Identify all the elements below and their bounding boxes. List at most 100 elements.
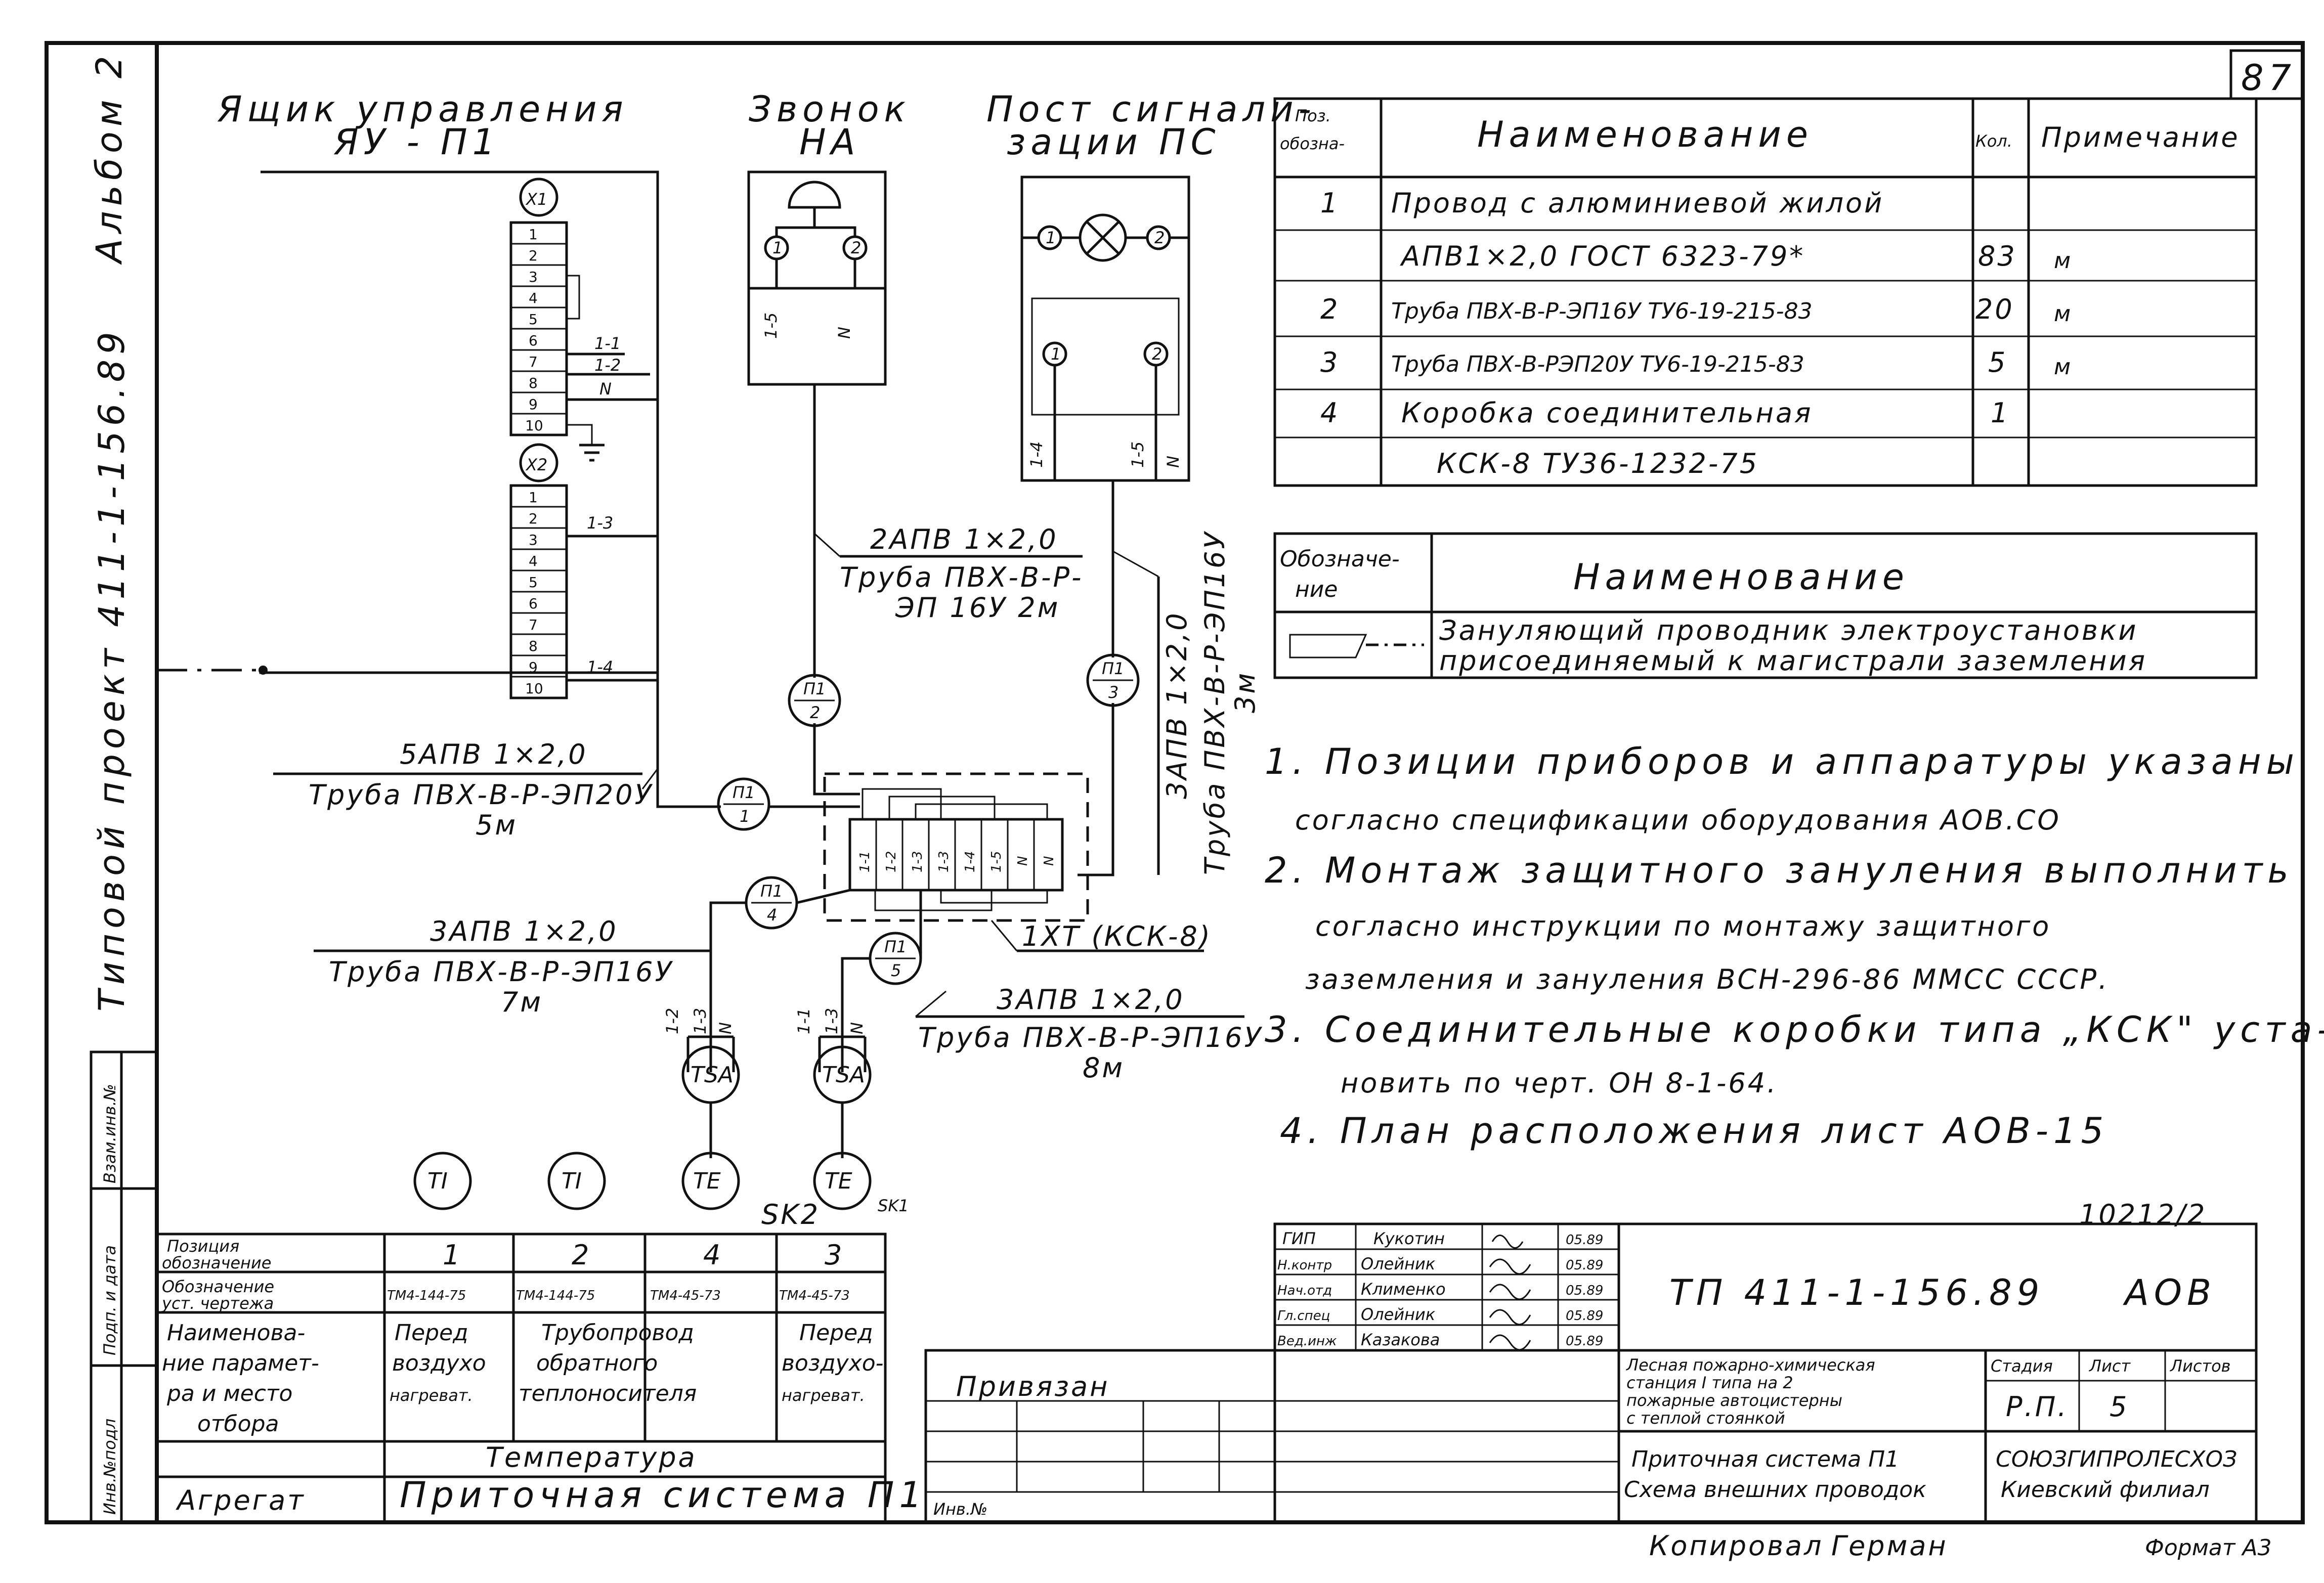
signature-2-icon: [1489, 1258, 1531, 1275]
object-4: с теплой стоянкой: [1626, 1409, 1785, 1428]
copied-label: Копировал: [1649, 1530, 1824, 1562]
sheet-value: 5: [2110, 1391, 2129, 1423]
format-label: Формат А3: [2145, 1535, 2272, 1561]
bell-t2-label: 2: [851, 238, 861, 257]
x1-ground-lead: [567, 424, 593, 445]
role-1: ГИП: [1282, 1229, 1316, 1248]
spec-row-1-name: Провод с алюминиевой жилой: [1391, 187, 1884, 219]
date-4: 05.89: [1566, 1308, 1603, 1324]
x1-t5: 5: [529, 311, 538, 328]
post-wire-1-5: 1-5: [1128, 442, 1147, 468]
st-r1-c1: 1: [443, 1239, 462, 1271]
st-r1-label-2: обозначение: [162, 1253, 271, 1272]
x1-t2: 2: [529, 247, 538, 264]
st-r2-c4: ТМ4-45-73: [779, 1288, 850, 1303]
object-1: Лесная пожарно-химическая: [1626, 1355, 1875, 1375]
x2-t5: 5: [529, 574, 538, 591]
spec-row-6-name: КСК-8 ТУ36-1232-75: [1437, 448, 1759, 479]
note-2c: заземления и зануления ВСН-296-86 ММСС С…: [1305, 963, 2109, 995]
x1-terminal-numbers: 1 2 3 4 5 6 7 8 9 10: [525, 226, 543, 434]
st-r3-c1-1: Перед: [395, 1320, 468, 1346]
copied-name: Герман: [1831, 1530, 1948, 1562]
wire-N-label: N: [599, 379, 612, 399]
spec-rows: 1 Провод с алюминиевой жилой АПВ1×2,0 ГО…: [1320, 187, 2071, 479]
note-2b: согласно инструкции по монтажу защитного: [1315, 910, 2051, 942]
vzam-label: Взам.инв.№: [100, 1084, 119, 1183]
role-4: Гл.спец: [1277, 1308, 1330, 1324]
cable-1-length: 5м: [476, 809, 518, 841]
cable-3-to-box: [1078, 703, 1114, 876]
spec-row-3-pos: 2: [1320, 293, 1340, 325]
box-t6: 1-5: [989, 851, 1004, 872]
st-r3-label-3: ра и место: [166, 1381, 292, 1406]
x2-t1: 1: [529, 489, 538, 506]
x2-t10: 10: [525, 680, 543, 697]
ground-icon: [579, 444, 605, 462]
x1-label: X1: [525, 190, 547, 209]
st-r3-c4-1: Перед: [799, 1320, 873, 1346]
x1-t10: 10: [525, 417, 543, 434]
drawing-code-2: АОВ: [2123, 1272, 2216, 1313]
ti-1-label: TI: [427, 1168, 448, 1194]
st-r2-c1: ТМ4-144-75: [387, 1288, 466, 1303]
tsa-1-wire-a: 1-2: [663, 1008, 682, 1034]
st-r3-c1-3: нагреват.: [390, 1386, 473, 1405]
tsa-2-label: TSA: [822, 1062, 865, 1088]
box-t3: 1-3: [910, 851, 925, 872]
spec-h-qty: Кол.: [1975, 131, 2012, 151]
te-sk1-sensor: [813, 1152, 872, 1210]
spec-row-4-pos: 3: [1320, 346, 1340, 378]
cable-2-pipe: Труба ПВХ-В-Р-: [840, 561, 1084, 593]
post-box: [1020, 175, 1190, 482]
sk1-label: SK1: [878, 1196, 909, 1215]
tsa-1-wire-c: N: [716, 1022, 735, 1034]
cable-4-route: [709, 901, 746, 1037]
st-r1-c2: 2: [572, 1239, 591, 1271]
p1-5-bottom: 5: [891, 961, 901, 980]
stamp-number: 10212/2: [2079, 1199, 2207, 1230]
drawing-title-1: Приточная система П1: [1631, 1446, 1899, 1472]
box-t8: N: [1042, 856, 1057, 866]
spec-h-pos: Поз.: [1295, 106, 1331, 125]
ti-2-sensor: [547, 1152, 606, 1210]
signature-3-icon: [1489, 1284, 1531, 1300]
x1-t4: 4: [529, 290, 538, 306]
cable-5-route: [841, 957, 870, 1037]
junction-box-terminals: [875, 819, 1035, 890]
date-5: 05.89: [1566, 1334, 1603, 1349]
podp-label: Подп. и дата: [100, 1245, 119, 1355]
te-sk2-label: TE: [693, 1168, 721, 1194]
spec-row-4-qty: 5: [1988, 346, 2007, 378]
x1-t6: 6: [529, 332, 538, 349]
te-sk2-sensor: [681, 1152, 740, 1210]
spec-row-3-qty: 20: [1975, 293, 2014, 325]
cable-3-leader: [1112, 550, 1159, 578]
post-title: Пост сигнали-: [986, 89, 1316, 130]
post-t4-label: 2: [1152, 344, 1162, 364]
spec-row-5-qty: 1: [1991, 397, 2010, 429]
bell-title: Звонок: [749, 89, 911, 130]
junction-box-labels: 1-1 1-2 1-3 1-3 1-4 1-5 N N: [857, 851, 1057, 872]
x2-t9: 9: [529, 659, 538, 676]
p1-2-bottom: 2: [810, 703, 820, 722]
privyazan-label: Привязан: [956, 1371, 1109, 1402]
drawing-title-2: Схема внешних проводок: [1624, 1477, 1926, 1503]
tsa-2-wire-a: 1-1: [794, 1008, 813, 1034]
st-r3-c4-3: нагреват.: [782, 1386, 865, 1405]
stage-header: Стадия: [1991, 1356, 2053, 1376]
note-4: 4. План расположения лист АОВ-15: [1280, 1110, 2108, 1152]
feed-dot: [259, 666, 268, 675]
post-inner-box: [1031, 297, 1180, 416]
spec-row-2-note: м: [2054, 248, 2071, 274]
spec-row-3-note: м: [2054, 301, 2071, 327]
spec-table: [1273, 97, 2258, 487]
p1-1-top: П1: [733, 783, 755, 802]
x1-t9: 9: [529, 396, 538, 413]
object-3: пожарные автоцистерны: [1626, 1391, 1842, 1410]
post-t1-label: 1: [1046, 228, 1056, 247]
box-t4: 1-3: [936, 851, 952, 872]
tsa-1-wire-b: 1-3: [691, 1008, 710, 1034]
post-t3-label: 1: [1051, 344, 1061, 364]
x1-terminal-strip: [509, 221, 568, 436]
